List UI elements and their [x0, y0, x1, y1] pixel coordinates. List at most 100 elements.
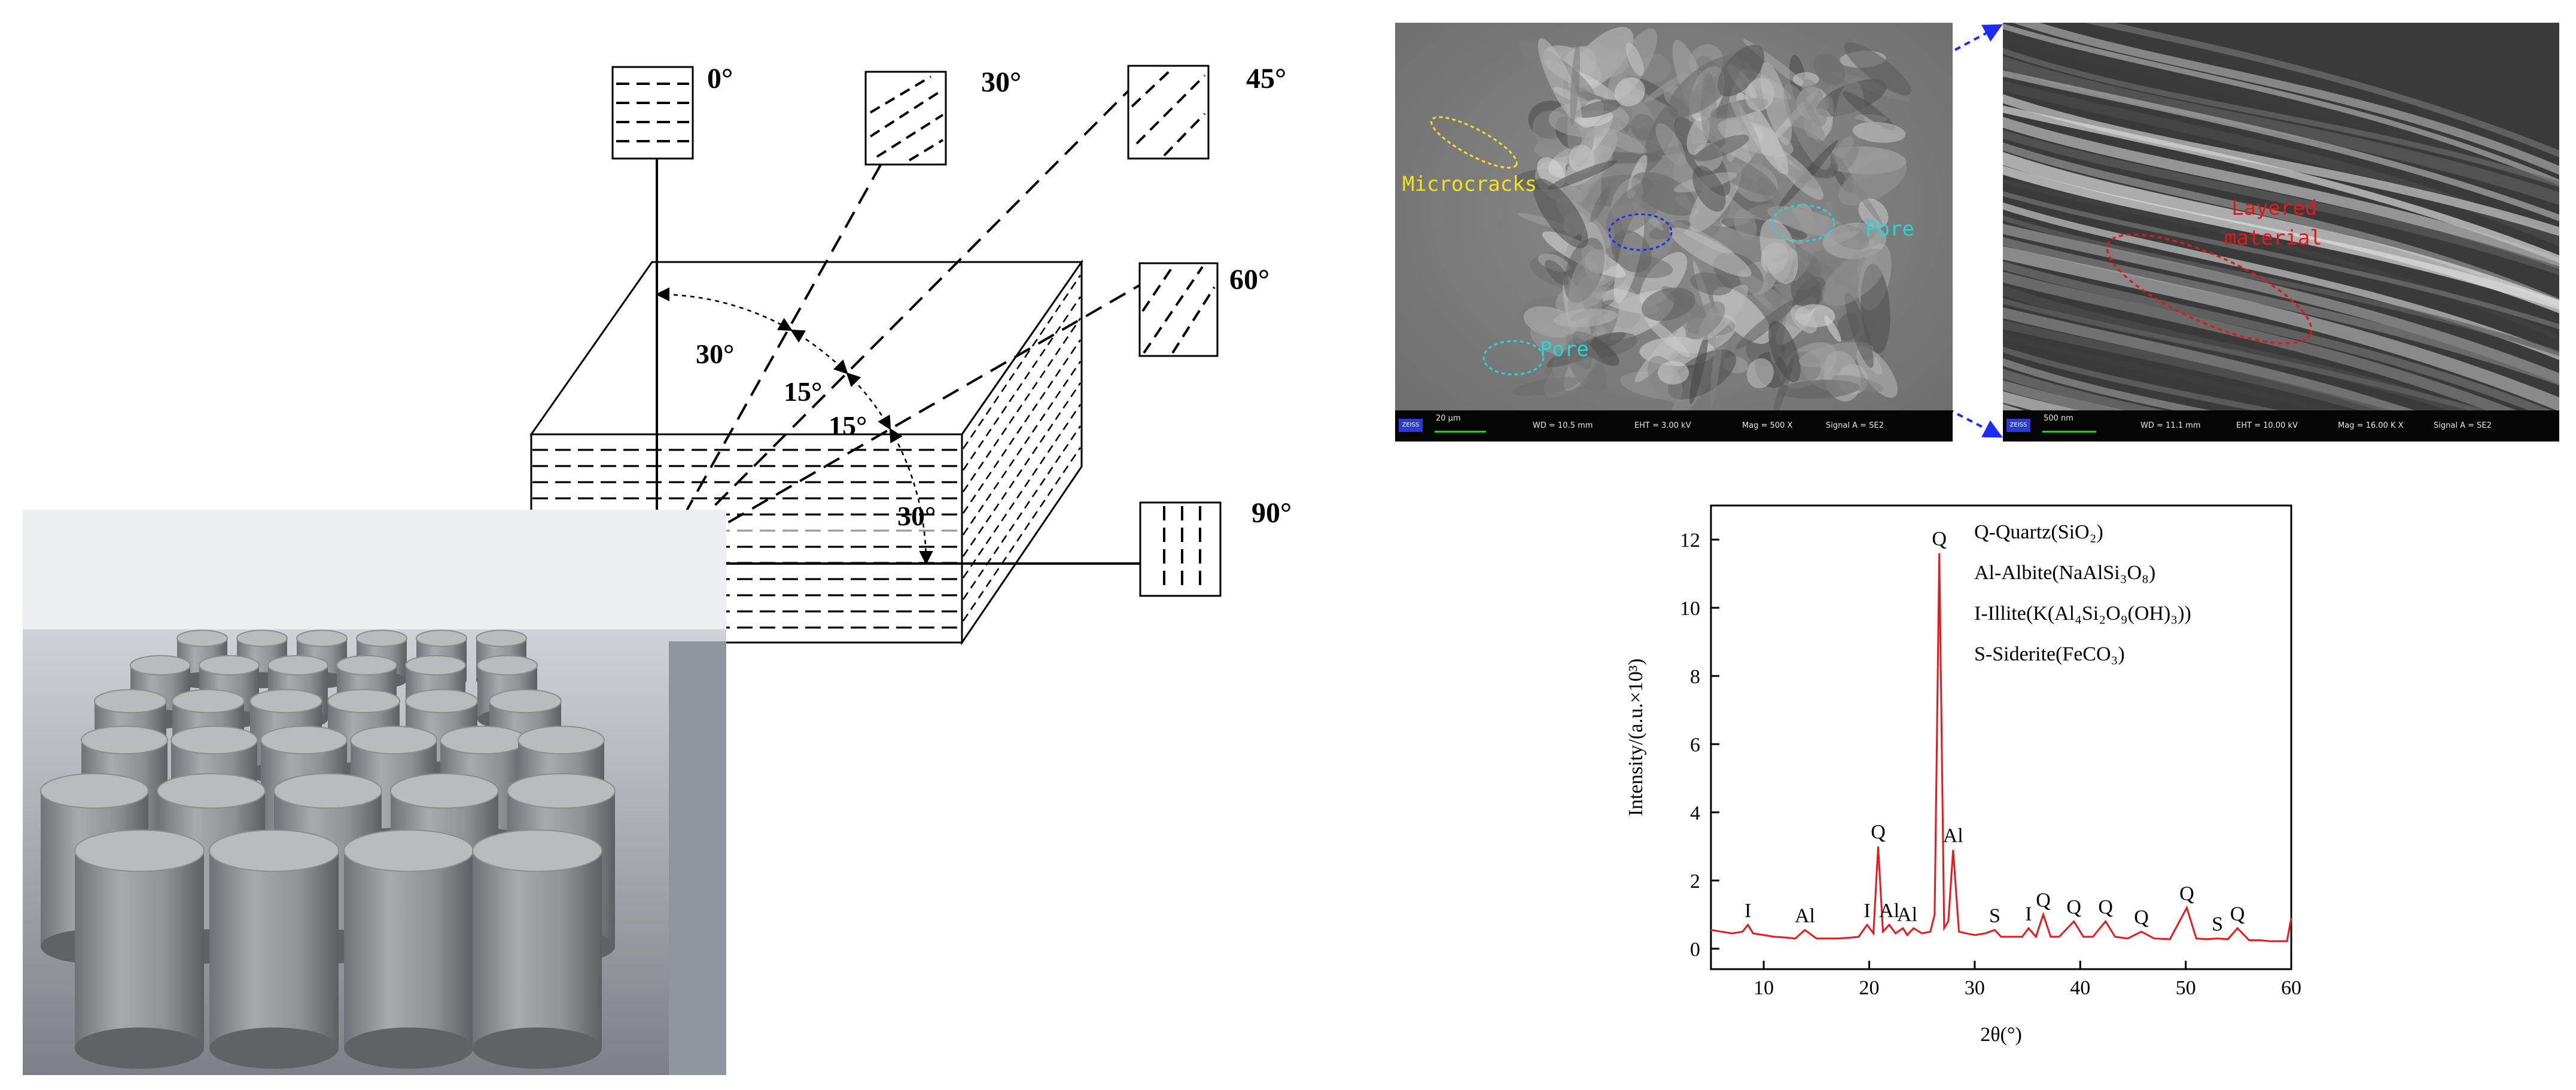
bedding-line — [962, 425, 1082, 600]
core-sample-top — [170, 725, 258, 755]
sem-texture-flake — [1530, 320, 1575, 354]
zeiss-logo: ZEISS — [1399, 419, 1423, 432]
sample-box-0 — [611, 66, 694, 160]
peak-label: Q — [2066, 896, 2081, 918]
xrd-pattern-line — [1710, 553, 2292, 942]
core-sample-top — [343, 829, 474, 872]
angle-label-30-bottom: 30° — [897, 501, 936, 531]
sem-image-low-mag: Microcracks Pore Pore ZEISS 20 µm WD = 1… — [1395, 23, 1953, 442]
x-tick-label: 60 — [2281, 977, 2301, 999]
bedding-line — [962, 339, 1082, 514]
layered-label-line1: Layered — [2231, 196, 2318, 220]
peak-label: Q — [2134, 906, 2149, 928]
sem-scale-text: 20 µm — [1436, 414, 1461, 423]
x-tick-label: 30 — [1965, 977, 1985, 999]
core-sample-body — [344, 851, 473, 1048]
direction-line-45 — [656, 89, 1131, 565]
bedding-line — [962, 404, 1082, 579]
sem-texture-flake — [1685, 301, 1725, 340]
sem-texture-flake — [1801, 79, 1828, 127]
core-sample-base — [344, 1027, 473, 1069]
core-sample-top — [440, 725, 527, 755]
peak-label: I — [1744, 900, 1751, 922]
core-sample-body — [473, 851, 602, 1048]
sem-texture-flake — [1798, 342, 1873, 368]
angle-label-15-a: 15° — [784, 376, 823, 407]
core-sample-base — [473, 1027, 602, 1069]
sem-mag: Mag = 16.00 K X — [2338, 421, 2404, 430]
sem-texture-flake — [1838, 157, 1907, 206]
core-sample-body — [209, 851, 339, 1048]
core-sample-top — [260, 725, 348, 755]
sem-signal: Signal A = SE2 — [2434, 421, 2492, 430]
sem-layer-streak — [2003, 178, 2559, 341]
sem-layer-streak — [2003, 215, 2559, 357]
sem-texture-flake — [1768, 320, 1801, 383]
sample-box-45 — [1127, 65, 1210, 160]
sem-texture-flake — [1844, 292, 1874, 369]
core-sample-top — [350, 725, 437, 755]
sem-mag: Mag = 500 X — [1742, 421, 1793, 430]
sem-texture-flake — [1575, 99, 1622, 118]
core-samples-drawing — [23, 510, 726, 1075]
sem-texture-flake — [1611, 230, 1652, 273]
sem-scale-bar — [2042, 431, 2096, 433]
core-sample-base — [209, 1027, 339, 1069]
core-sample-top — [507, 773, 616, 809]
bedding-line — [962, 318, 1082, 492]
peak-label: S — [2212, 914, 2223, 936]
sem-texture-flake — [1585, 249, 1612, 273]
sem-texture-flake — [1641, 287, 1695, 321]
sem-layer-streak — [2003, 70, 2559, 221]
arc-30 — [655, 287, 793, 331]
y-tick-label: 12 — [1680, 529, 1700, 552]
core-sample-top — [517, 725, 605, 755]
sem-texture-flake — [1606, 179, 1665, 236]
bedding-line — [962, 296, 1082, 471]
peak-label: Al — [1943, 824, 1963, 847]
peak-label: Al — [1879, 900, 1899, 922]
sem-texture-flake — [1729, 95, 1762, 151]
core-sample-top — [176, 629, 228, 647]
sem-layer-streak — [2003, 94, 2559, 236]
orientation-label-60: 60° — [1229, 264, 1270, 296]
xrd-legend: Q-Quartz(SiO₂)Al-Albite(NaAlSi₃O₈)I-Illi… — [1974, 521, 2191, 665]
sem-wd: WD = 11.1 mm — [2140, 421, 2201, 430]
core-sample-top — [405, 689, 478, 714]
sem-texture-flake — [1590, 186, 1610, 223]
core-sample-top — [249, 689, 322, 714]
sem-texture-flake — [1570, 41, 1581, 126]
y-tick-label: 4 — [1690, 802, 1700, 824]
sem-layer-streak — [2003, 237, 2559, 386]
bedding-line — [962, 275, 1082, 449]
sem-info-bar-right: ZEISS 500 nm WD = 11.1 mm EHT = 10.00 kV… — [2003, 410, 2559, 442]
sem-signal: Signal A = SE2 — [1826, 421, 1884, 430]
sem-layer-streak — [2003, 56, 2559, 205]
peak-label: Q — [2179, 882, 2194, 905]
sem-texture-flake — [1735, 298, 1798, 350]
peak-label: Q — [1871, 821, 1886, 844]
sem-layer-streak — [2003, 246, 2559, 412]
bedding-line — [962, 641, 1082, 643]
sem-scale-bar — [1435, 431, 1486, 433]
sem-texture-flake — [1630, 114, 1657, 141]
sem-info-bar-left: ZEISS 20 µm WD = 10.5 mm EHT = 3.00 kV M… — [1395, 410, 1953, 442]
x-tick-label: 20 — [1859, 977, 1880, 999]
pore-label-right: Pore — [1865, 217, 1914, 241]
peak-label: Q — [2036, 890, 2051, 912]
core-sample-top — [130, 655, 191, 675]
peak-label: I — [1864, 900, 1870, 922]
direction-line-30 — [656, 158, 885, 564]
core-sample-top — [327, 689, 400, 714]
sem-texture-flake — [1844, 42, 1911, 96]
core-sample-top — [157, 773, 266, 809]
sem-layer-streak — [2003, 105, 2559, 263]
sample-box-30 — [864, 71, 947, 166]
sem-texture-flake — [1668, 55, 1742, 118]
legend-entry: I-Illite(K(Al₄Si₂O₉(OH)₃)) — [1974, 602, 2191, 625]
orientation-label-45: 45° — [1246, 63, 1287, 95]
core-sample-top — [336, 655, 397, 675]
sem-layer-streak — [2003, 380, 2273, 442]
sem-scale-text: 500 nm — [2044, 414, 2073, 423]
